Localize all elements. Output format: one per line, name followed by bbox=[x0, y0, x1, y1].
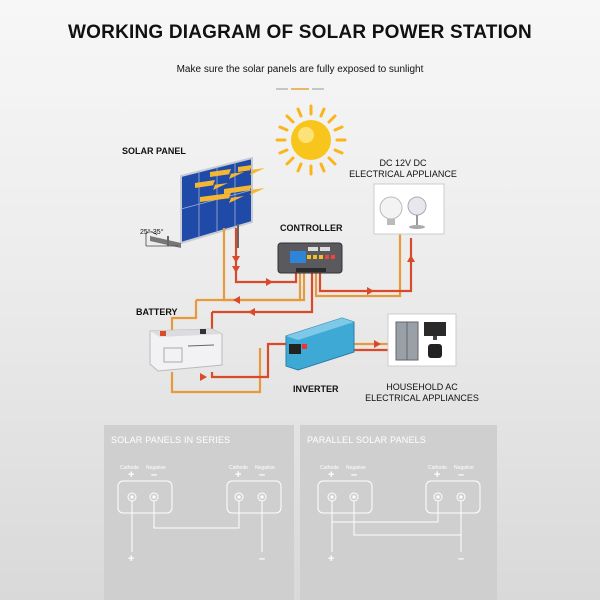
dc-appliance-icon bbox=[373, 183, 445, 235]
series-plus-2: + bbox=[235, 469, 242, 481]
series-plus-1: + bbox=[128, 469, 135, 481]
parallel-panel: PARALLEL SOLAR PANELS Cathode Negative C… bbox=[300, 425, 497, 600]
parallel-panel-title: PARALLEL SOLAR PANELS bbox=[307, 435, 427, 445]
dc-appliance-label-line2: ELECTRICAL APPLIANCE bbox=[349, 169, 457, 179]
parallel-cathode-label-1: Cathode bbox=[320, 465, 339, 471]
series-cathode-label-2: Cathode bbox=[229, 465, 248, 471]
series-panel-title: SOLAR PANELS IN SERIES bbox=[111, 435, 231, 445]
series-negative-label-2: Negative bbox=[255, 465, 275, 471]
ac-appliance-icon bbox=[387, 313, 457, 367]
tilt-angle-label: 25°-35° bbox=[140, 229, 164, 236]
page-title: WORKING DIAGRAM OF SOLAR POWER STATION bbox=[68, 22, 532, 43]
parallel-negative-label-1: Negative bbox=[346, 465, 366, 471]
solar-panel-icon bbox=[150, 156, 253, 248]
ac-appliance-label-line2: ELECTRICAL APPLIANCES bbox=[365, 393, 479, 403]
ac-appliance-label-line1: HOUSEHOLD AC bbox=[386, 382, 458, 392]
series-output-minus: – bbox=[259, 553, 266, 565]
series-negative-label-1: Negative bbox=[146, 465, 166, 471]
page-subtitle: Make sure the solar panels are fully exp… bbox=[176, 64, 424, 75]
inverter-icon bbox=[285, 317, 355, 371]
inverter-label: INVERTER bbox=[293, 384, 339, 394]
sunlight-arrows bbox=[195, 165, 265, 203]
solar-panel-label: SOLAR PANEL bbox=[122, 146, 186, 156]
wiring-diagram bbox=[145, 88, 457, 394]
flow-arrows bbox=[200, 255, 415, 381]
dc-appliance-label: DC 12V DC ELECTRICAL APPLIANCE bbox=[346, 158, 460, 180]
battery-icon bbox=[149, 328, 223, 372]
controller-label: CONTROLLER bbox=[280, 223, 343, 233]
dc-appliance-label-line1: DC 12V DC bbox=[379, 158, 427, 168]
parallel-plus-1: + bbox=[328, 469, 335, 481]
series-panel: SOLAR PANELS IN SERIES Cathode Negative … bbox=[104, 425, 294, 600]
series-minus-1: – bbox=[151, 469, 158, 481]
series-cathode-label-1: Cathode bbox=[120, 465, 139, 471]
parallel-minus-2: – bbox=[458, 469, 465, 481]
battery-label: BATTERY bbox=[136, 307, 178, 317]
parallel-plus-2: + bbox=[434, 469, 441, 481]
ac-appliance-label: HOUSEHOLD AC ELECTRICAL APPLIANCES bbox=[360, 382, 484, 404]
controller-icon bbox=[277, 242, 343, 274]
sun-icon bbox=[275, 104, 347, 176]
series-output-plus: + bbox=[128, 553, 135, 565]
parallel-output-minus: – bbox=[458, 553, 465, 565]
parallel-wiring bbox=[317, 480, 481, 552]
series-wiring bbox=[117, 480, 282, 552]
parallel-negative-label-2: Negative bbox=[454, 465, 474, 471]
parallel-minus-1: – bbox=[351, 469, 358, 481]
parallel-cathode-label-2: Cathode bbox=[428, 465, 447, 471]
wires bbox=[170, 228, 413, 394]
series-minus-2: – bbox=[259, 469, 266, 481]
parallel-output-plus: + bbox=[328, 553, 335, 565]
